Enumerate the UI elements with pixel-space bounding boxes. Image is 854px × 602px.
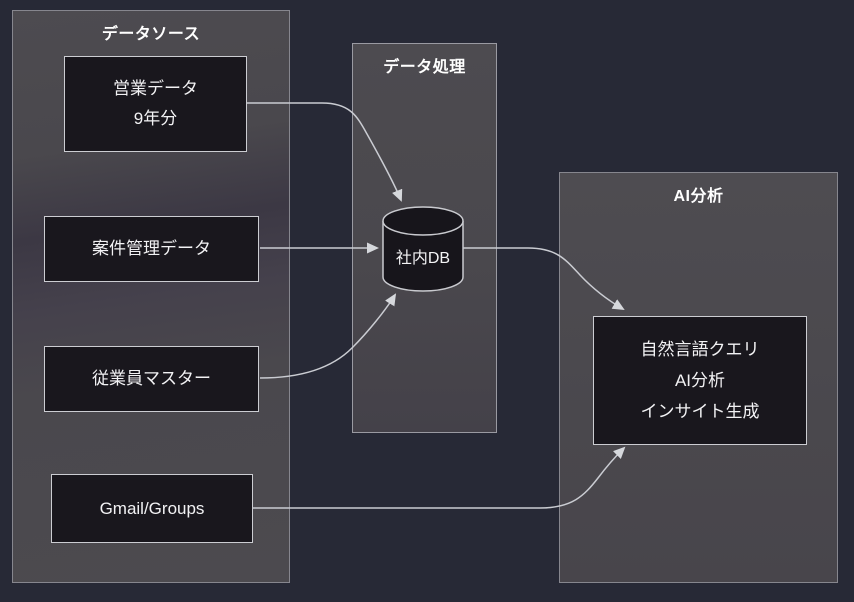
node-ai-features-line2: AI分析: [674, 371, 726, 390]
panel-data-processing-title: データ処理: [383, 59, 466, 76]
node-gmail-groups: Gmail/Groups: [51, 474, 253, 543]
node-employee-master: 従業員マスター: [44, 346, 259, 412]
node-project-management-data-label: 案件管理データ: [92, 239, 211, 258]
db-cylinder-label: 社内DB: [395, 250, 451, 267]
panel-data-processing: データ処理: [352, 43, 497, 433]
node-gmail-groups-label: Gmail/Groups: [99, 498, 205, 518]
node-ai-features-line3: インサイト生成: [640, 402, 760, 421]
node-project-management-data: 案件管理データ: [44, 216, 259, 282]
node-ai-features-line1: 自然言語クエリ: [640, 340, 760, 359]
panel-ai-analysis-title: AI分析: [673, 188, 724, 205]
node-sales-data: 営業データ 9年分: [64, 56, 247, 152]
node-employee-master-label: 従業員マスター: [92, 369, 211, 388]
panel-data-sources-title: データソース: [101, 26, 201, 43]
node-sales-data-line2: 9年分: [133, 109, 178, 128]
node-sales-data-line1: 営業データ: [113, 79, 198, 98]
node-ai-features: 自然言語クエリ AI分析 インサイト生成: [593, 316, 807, 445]
